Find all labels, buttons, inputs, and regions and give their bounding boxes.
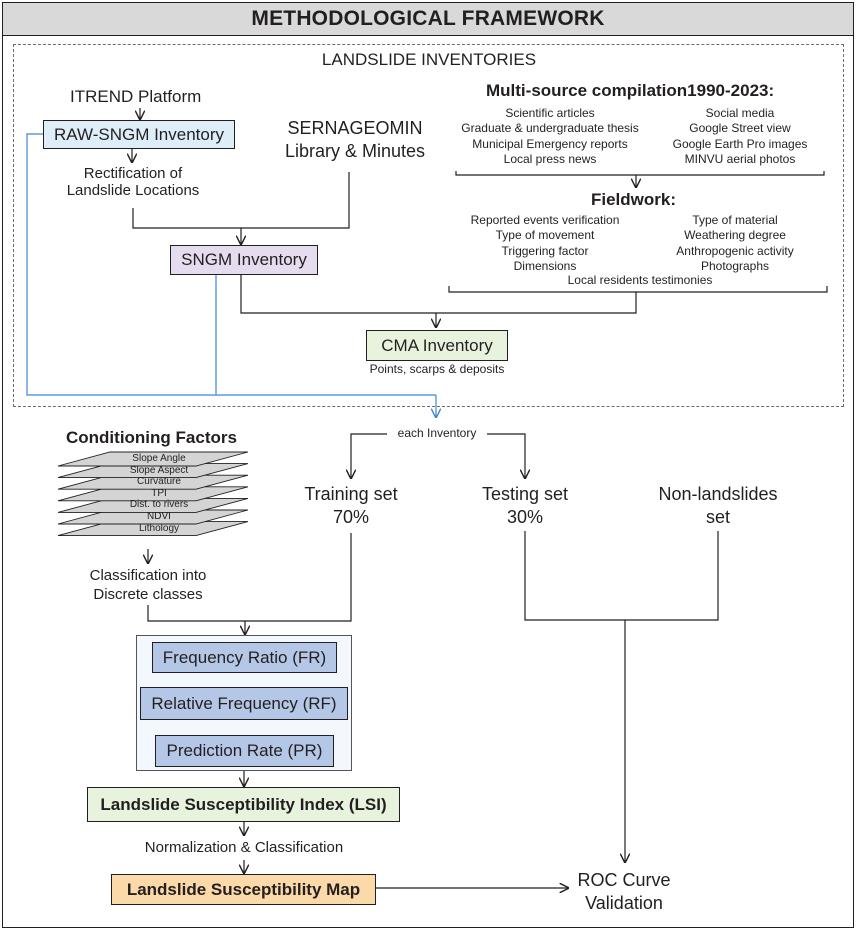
source-item: MINVU aerial photos — [684, 151, 796, 166]
susceptibility-map-box: Landslide Susceptibility Map — [111, 874, 376, 905]
fieldwork-left-list: Reported events verification Type of mov… — [440, 213, 650, 274]
layer-label: NDVI — [147, 511, 171, 522]
layer-label: Slope Angle — [132, 453, 186, 464]
training-set-label: Training set — [304, 484, 398, 504]
source-item: Google Earth Pro images — [672, 136, 808, 151]
nonlandslides-set-suffix: set — [705, 507, 730, 528]
roc-validation: ROC Curve Validation — [549, 869, 699, 916]
multisource-heading: Multi-source compilation1990-2023: — [486, 81, 775, 100]
fieldwork-item: Weathering degree — [684, 228, 786, 243]
nonlandslides-set: Non-landslides set — [638, 483, 798, 530]
cma-caption: Points, scarps & deposits — [369, 362, 505, 376]
multisource-right-list: Social media Google Street view Google E… — [660, 106, 820, 167]
frequency-ratio-box: Frequency Ratio (FR) — [152, 642, 337, 673]
training-set-percent: 70% — [332, 507, 370, 528]
source-item: Municipal Emergency reports — [472, 136, 628, 151]
classification-line-1: Classification into — [89, 567, 207, 584]
raw-sngm-inventory: RAW-SNGM Inventory — [43, 120, 235, 149]
lsi-box: Landslide Susceptibility Index (LSI) — [87, 787, 400, 822]
testing-set-percent: 30% — [506, 507, 544, 528]
testing-set: Testing set 30% — [455, 483, 595, 530]
sngm-inventory: SNGM Inventory — [170, 245, 318, 275]
inventories-heading: LANDSLIDE INVENTORIES — [321, 50, 537, 69]
fieldwork-heading: Fieldwork: — [591, 190, 677, 209]
multisource-left-list: Scientific articles Graduate & undergrad… — [440, 106, 660, 167]
source-item: Social media — [705, 106, 775, 120]
nonlandslides-set-label: Non-landslides — [658, 484, 778, 504]
layer-label: TPI — [151, 487, 167, 499]
relative-frequency-box: Relative Frequency (RF) — [140, 687, 348, 720]
roc-line-1: ROC Curve — [577, 870, 671, 890]
training-set: Training set 70% — [281, 483, 421, 530]
sernageomin-line-1: SERNAGEOMIN — [287, 118, 423, 138]
itrend-platform: ITREND Platform — [70, 87, 202, 106]
roc-line-2: Validation — [585, 893, 663, 914]
fieldwork-item: Anthropogenic activity — [676, 243, 794, 258]
source-item: Google Street view — [689, 121, 791, 136]
fieldwork-right-list: Type of material Weathering degree Anthr… — [650, 213, 820, 274]
sernageomin-text: SERNAGEOMIN Library & Minutes — [265, 117, 445, 162]
fieldwork-item: Triggering factor — [501, 243, 589, 258]
fieldwork-item: Photographs — [700, 258, 770, 273]
classification-text: Classification into Discrete classes — [58, 567, 238, 605]
fieldwork-item: Type of material — [692, 213, 778, 227]
source-item: Local press news — [503, 151, 597, 166]
conditioning-heading: Conditioning Factors — [66, 428, 237, 447]
source-item: Graduate & undergraduate thesis — [461, 121, 639, 136]
prediction-rate-box: Prediction Rate (PR) — [155, 735, 334, 767]
fieldwork-item: Type of movement — [495, 228, 595, 243]
sernageomin-line-2: Library & Minutes — [284, 140, 426, 161]
rectification-line-1: Rectification of — [83, 165, 183, 182]
layer-label: Lithology — [138, 522, 180, 534]
classification-line-2: Discrete classes — [93, 585, 203, 603]
normalization-text: Normalization & Classification — [144, 839, 344, 856]
inventories-region — [13, 44, 844, 407]
source-item: Scientific articles — [505, 106, 595, 120]
layer-label: Slope Aspect — [129, 464, 189, 476]
each-inventory-label: each Inventory — [387, 426, 487, 441]
fieldwork-bottom: Local residents testimonies — [567, 273, 713, 287]
diagram-title: METHODOLOGICAL FRAMEWORK — [2, 2, 854, 36]
testing-set-label: Testing set — [481, 484, 569, 504]
layer-label: Curvature — [137, 476, 181, 488]
fieldwork-item: Dimensions — [513, 258, 577, 273]
cma-inventory: CMA Inventory — [366, 330, 508, 361]
rectification-text: Rectification of Landslide Locations — [43, 165, 223, 200]
fieldwork-item: Reported events verification — [470, 213, 620, 227]
layer-sheet — [57, 451, 249, 467]
layer-label: Dist. to rivers — [129, 499, 189, 511]
rectification-line-2: Landslide Locations — [66, 182, 200, 200]
